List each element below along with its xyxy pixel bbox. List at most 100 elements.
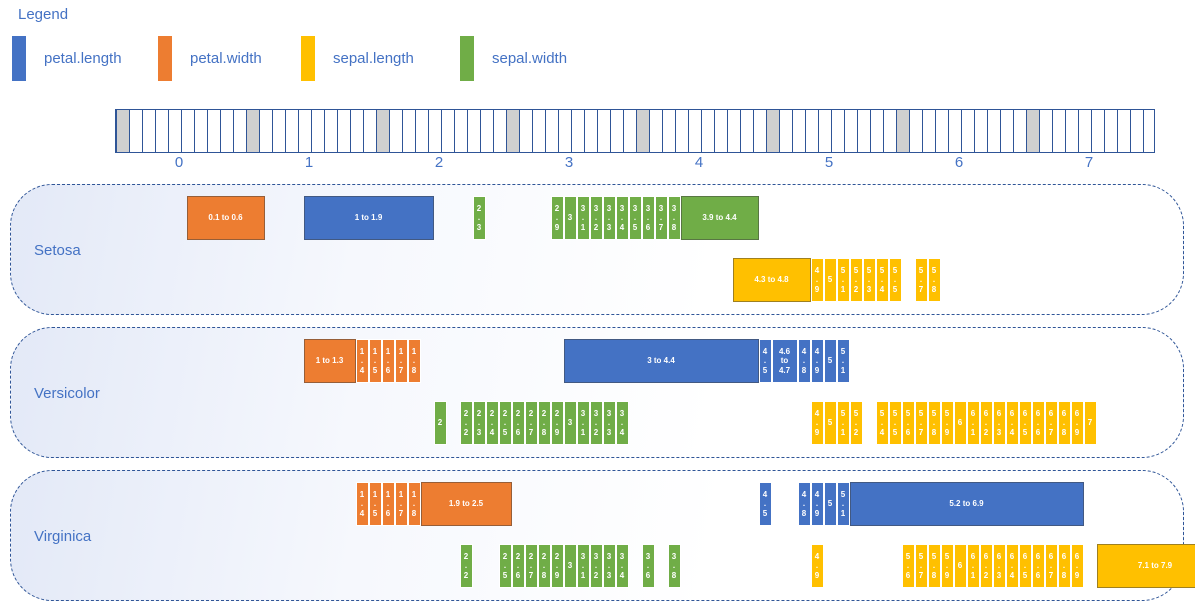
segment-sepal-length: 4 . 9 [810,258,824,302]
segment-sepal-width: 3 . 8 [667,196,681,240]
segment-petal-width: 1 . 5 [368,339,382,383]
scale-tick [857,110,870,152]
scale-tick [662,110,675,152]
segment-sepal-length: 6 . 4 [1005,401,1019,445]
segment-sepal-width: 3 . 2 [589,401,603,445]
segment-sepal-width: 2 . 7 [524,401,538,445]
scale-tick [1117,110,1130,152]
segment-petal-width: 1 . 7 [394,482,408,526]
scale-tick [441,110,454,152]
segment-sepal-length: 4 . 9 [810,544,824,588]
segment-sepal-length: 6 . 2 [979,401,993,445]
segment-sepal-length: 6 . 2 [979,544,993,588]
scale-tick [389,110,402,152]
scale-tick [311,110,324,152]
scale-tick [454,110,467,152]
scale-tick [493,110,506,152]
axis-tick-label: 6 [954,154,964,171]
legend-label: sepal.length [333,50,414,67]
scale-tick [207,110,220,152]
scale-tick [415,110,428,152]
segment-sepal-length: 5 [823,258,837,302]
segment-sepal-length: 5 . 7 [914,401,928,445]
segment-sepal-length: 6 . 5 [1018,544,1032,588]
segment-sepal-width: 3 . 2 [589,544,603,588]
segment-sepal-length: 5 . 7 [914,258,928,302]
segment-sepal-width: 3 . 4 [615,544,629,588]
segment-sepal-width: 2 . 8 [537,401,551,445]
scale-tick [402,110,415,152]
segment-sepal-width: 3 . 4 [615,196,629,240]
legend-swatch [460,36,474,81]
segment-sepal-length: 7.1 to 7.9 [1096,544,1195,588]
scale-major-tick [506,110,519,152]
legend-swatch [301,36,315,81]
axis-tick-label: 2 [434,154,444,171]
segment-sepal-width: 3 [563,401,577,445]
segment-sepal-width: 2 . 9 [550,401,564,445]
scale-tick [558,110,571,152]
segment-petal-length: 5 [823,482,837,526]
scale-tick [805,110,818,152]
segment-sepal-width: 2 . 3 [472,196,486,240]
segment-sepal-length: 5 . 1 [836,401,850,445]
scale-tick [1091,110,1104,152]
segment-sepal-width: 3 . 6 [641,544,655,588]
segment-sepal-width: 2 . 2 [459,401,473,445]
legend-label: sepal.width [492,50,568,67]
segment-sepal-length: 5 [823,401,837,445]
segment-sepal-length: 6 . 3 [992,544,1006,588]
scale-tick [831,110,844,152]
segment-petal-width: 1 . 8 [407,339,421,383]
scale-major-tick [896,110,909,152]
scale-tick [480,110,493,152]
axis-tick-label: 5 [824,154,834,171]
segment-sepal-width: 2 . 5 [498,401,512,445]
scale-tick [701,110,714,152]
segment-sepal-length: 5 . 4 [875,401,889,445]
segment-petal-length: 4 . 8 [797,482,811,526]
segment-sepal-width: 3 . 1 [576,401,590,445]
segment-sepal-length: 6 . 7 [1044,401,1058,445]
segment-sepal-length: 4.3 to 4.8 [732,258,811,302]
segment-sepal-length: 5 . 2 [849,401,863,445]
scale-tick [298,110,311,152]
segment-sepal-length: 7 [1083,401,1097,445]
segment-petal-length: 4 . 9 [810,482,824,526]
scale-tick [584,110,597,152]
segment-sepal-width: 2 . 9 [550,544,564,588]
segment-petal-length: 4 . 5 [758,339,772,383]
legend-label: petal.length [44,50,122,67]
scale-tick [649,110,662,152]
scale-tick [1000,110,1013,152]
segment-sepal-width: 2 . 8 [537,544,551,588]
segment-sepal-length: 5 . 9 [940,544,954,588]
segment-sepal-length: 6 . 3 [992,401,1006,445]
axis-tick-label: 3 [564,154,574,171]
segment-petal-width: 1 . 6 [381,339,395,383]
scale-ruler [115,109,1155,153]
segment-sepal-width: 2 . 6 [511,401,525,445]
scale-tick [467,110,480,152]
segment-sepal-length: 5 . 6 [901,401,915,445]
segment-sepal-width: 2 . 3 [472,401,486,445]
scale-tick [740,110,753,152]
segment-petal-length: 4 . 8 [797,339,811,383]
scale-tick [935,110,948,152]
segment-sepal-length: 6 . 8 [1057,544,1071,588]
scale-major-tick [766,110,779,152]
axis-tick-label: 1 [304,154,314,171]
segment-sepal-width: 3 . 6 [641,196,655,240]
segment-petal-width: 1 . 6 [381,482,395,526]
segment-sepal-length: 5 . 8 [927,258,941,302]
scale-tick [129,110,142,152]
scale-tick [779,110,792,152]
segment-sepal-length: 6 [953,544,967,588]
scale-tick [285,110,298,152]
scale-tick [428,110,441,152]
scale-major-tick [636,110,649,152]
segment-petal-width: 1 to 1.3 [303,339,356,383]
segment-petal-width: 1 . 5 [368,482,382,526]
scale-tick [948,110,961,152]
scale-tick [259,110,272,152]
